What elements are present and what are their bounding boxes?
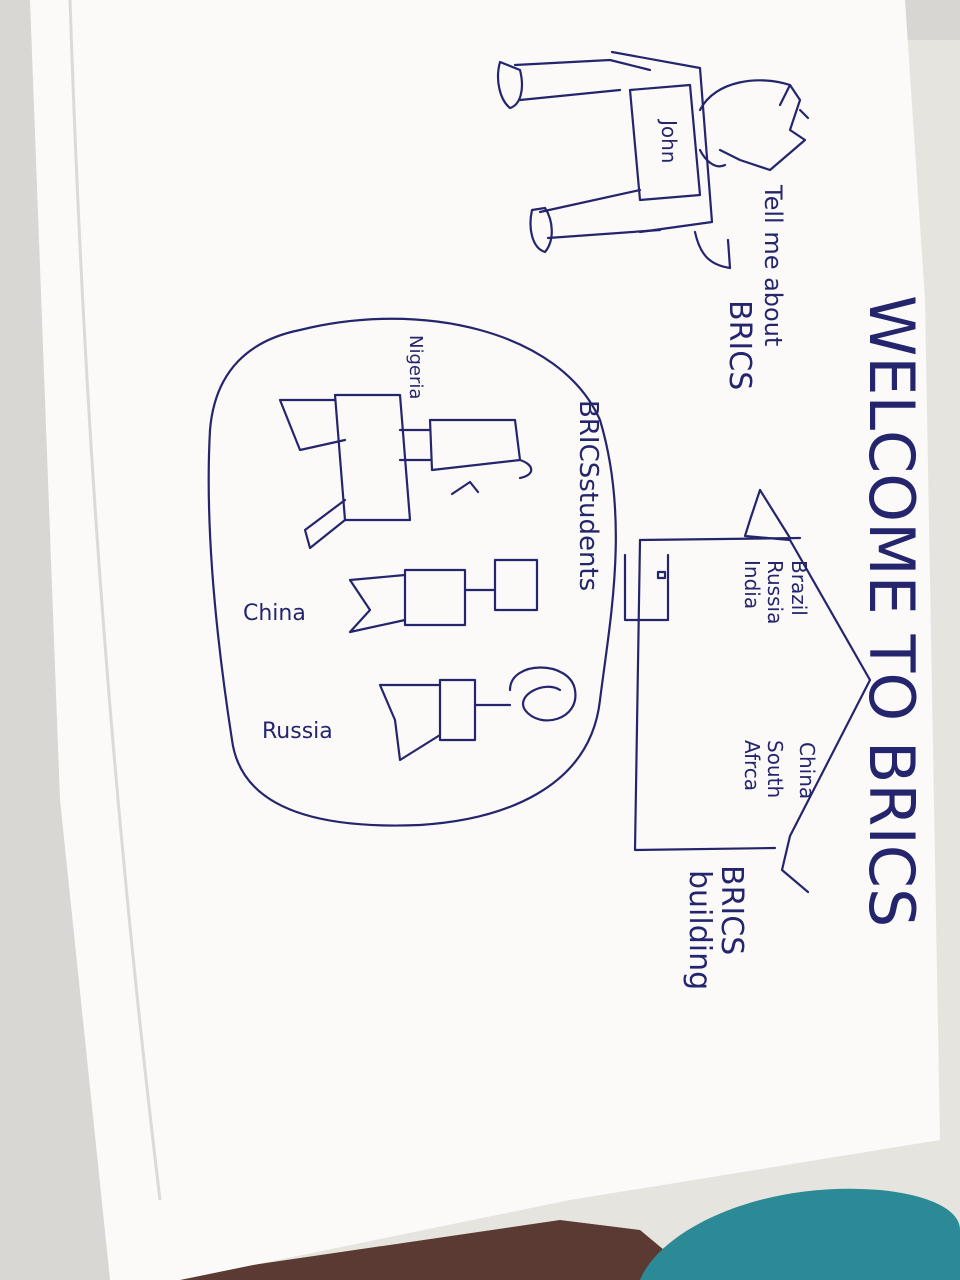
building-country-africa: Afrca (740, 740, 764, 791)
teal-towel (640, 1188, 960, 1280)
russia-student (378, 666, 577, 762)
china-head (493, 558, 539, 612)
paper-sheet (28, 0, 940, 1280)
john-torso (610, 50, 714, 234)
john-arm-down (693, 230, 732, 270)
john-figure (496, 50, 810, 270)
russia-legs (378, 683, 442, 762)
building-wall (633, 538, 777, 852)
building-label-line-2: building (682, 870, 717, 990)
student-label-china: China (243, 601, 306, 626)
john-hair (778, 83, 810, 120)
door-knob (656, 570, 667, 580)
ink-drawing (207, 50, 872, 894)
building-roof (743, 488, 872, 894)
students-enclosure (207, 317, 617, 827)
nigeria-body (333, 393, 412, 522)
building-door (623, 553, 670, 622)
russia-body (438, 678, 477, 742)
building-roof-edge (758, 488, 792, 540)
student-label-russia: Russia (262, 719, 333, 744)
john-arm-up (698, 148, 727, 168)
building-country-india: India (740, 560, 764, 609)
speech-line-1: Tell me about (759, 184, 787, 346)
speech-line-2: BRICS (722, 300, 757, 390)
building-country-south: South (763, 740, 787, 798)
paper-crease (68, 0, 162, 1201)
building-label-line-1: BRICS (714, 865, 749, 955)
students-label: BRICSstudents (573, 400, 603, 591)
building-country-russia: Russia (763, 560, 787, 624)
russia-head (508, 666, 577, 722)
china-student (348, 558, 539, 634)
paper-left-fold (0, 0, 110, 1280)
john-boot-left (496, 60, 524, 110)
china-legs (348, 573, 407, 634)
john-head (698, 79, 807, 172)
john-chest-box (628, 83, 702, 202)
china-body (403, 568, 467, 627)
building-country-brazil: Brazil (787, 560, 811, 616)
john-boot-right (529, 206, 553, 254)
nigeria-student (278, 393, 533, 550)
nigeria-arm (278, 398, 347, 452)
brics-building (623, 488, 872, 894)
john-name-label: John (657, 118, 681, 164)
student-label-nigeria: Nigeria (405, 335, 426, 399)
welcome-title: WELCOME TO BRICS (855, 295, 928, 927)
patterned-cloth (150, 1220, 700, 1280)
nigeria-ear (518, 458, 533, 480)
nigeria-foot (303, 498, 347, 550)
building-country-china: China (795, 742, 819, 799)
nigeria-feature (450, 480, 480, 496)
john-leg-left (513, 58, 652, 102)
